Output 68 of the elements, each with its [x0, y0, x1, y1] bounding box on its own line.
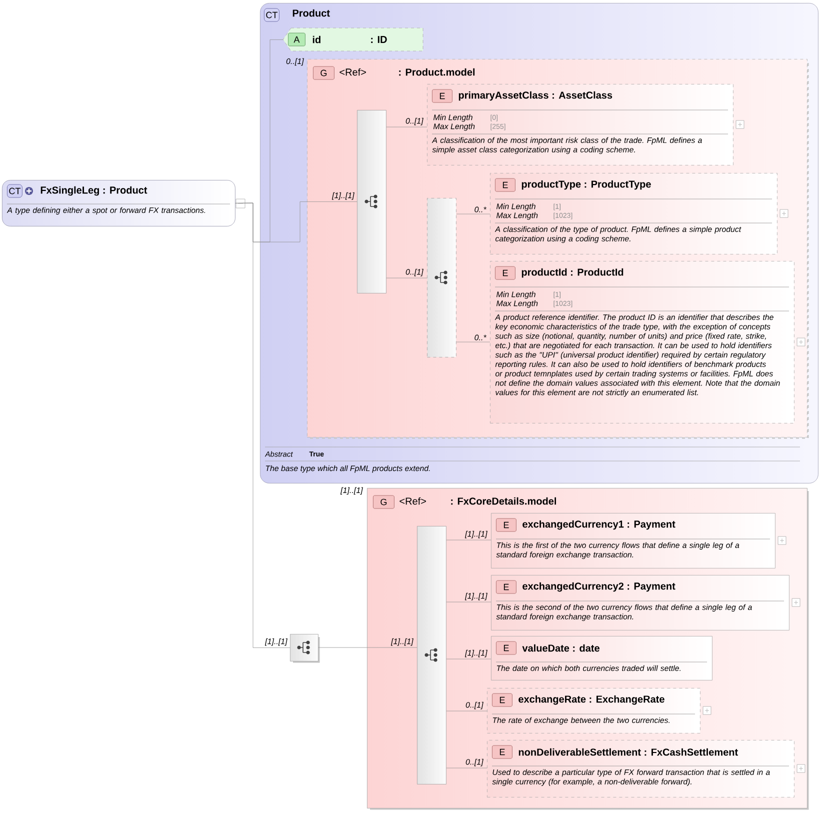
badge: G — [373, 495, 394, 509]
cardinality-label: 0..[1] — [406, 118, 424, 126]
connector-line — [235, 202, 290, 648]
badge: E — [496, 518, 516, 532]
cardinality-label: 0..* — [474, 206, 487, 212]
connector-line — [446, 710, 488, 712]
compositor-bar — [427, 198, 456, 358]
group-name: : Product.model — [399, 68, 475, 76]
badge: E — [495, 178, 516, 192]
element-name: productId : ProductId — [522, 268, 624, 278]
badge: E — [492, 745, 512, 759]
badge: E — [495, 266, 516, 280]
connector-line — [446, 658, 492, 660]
group-ref: <Ref> — [340, 68, 366, 76]
attribute-box — [282, 28, 424, 52]
element-name: exchangedCurrency2 : Payment — [522, 582, 676, 592]
group-ref: <Ref> — [400, 497, 426, 505]
badge: E — [432, 89, 452, 103]
element-box — [491, 513, 776, 568]
facet-label: Max Length — [496, 300, 538, 308]
element-box — [2, 180, 236, 226]
attribute-name: id — [312, 36, 320, 44]
element-box — [491, 575, 790, 630]
type-name: Product — [292, 9, 330, 17]
compositor-bar — [417, 526, 446, 784]
cardinality-label: [1]..[1] — [264, 638, 288, 646]
badge: CT — [264, 8, 280, 22]
compositor-bar — [357, 110, 386, 294]
connector-line — [318, 647, 418, 648]
cardinality-label: [1]..[1] — [332, 192, 354, 200]
cardinality-label: 0..[1] — [406, 268, 424, 276]
element-name: exchangedCurrency1 : Payment — [522, 520, 676, 530]
compositor-box — [290, 634, 320, 663]
badge: CT — [7, 184, 33, 198]
cardinality-label: 0..[1] — [466, 702, 484, 710]
element-box — [487, 740, 794, 798]
badge: E — [492, 693, 512, 707]
element-name: primaryAssetClass : AssetClass — [458, 91, 612, 101]
cardinality-label: [1]..[1] — [464, 530, 488, 538]
element-box — [491, 636, 712, 680]
element-name: FxSingleLeg : Product — [40, 186, 148, 196]
element-name: nonDeliverableSettlement : FxCashSettlement — [518, 748, 738, 756]
cardinality-label: 0..[1] — [466, 758, 484, 766]
facet-label: Max Length — [496, 212, 538, 220]
cardinality-label: [1]..[1] — [464, 650, 488, 658]
badge: E — [496, 580, 516, 594]
element-box — [490, 173, 778, 254]
badge: A — [288, 32, 306, 46]
badge: E — [496, 641, 516, 655]
cardinality-label: 0..[1] — [286, 58, 304, 66]
facet-label: Min Length — [496, 291, 536, 299]
facet-label: Min Length — [496, 203, 536, 211]
element-box — [427, 84, 734, 166]
facet-label: Min Length — [433, 114, 472, 122]
badge: G — [313, 66, 334, 80]
facet-label: Max Length — [433, 123, 475, 131]
group-name: : FxCoreDetails.model — [451, 497, 556, 505]
element-name: valueDate : date — [522, 644, 600, 652]
element-box — [487, 688, 700, 734]
element-name: exchangeRate : ExchangeRate — [518, 695, 664, 705]
element-box — [490, 261, 794, 424]
connector-line — [386, 126, 428, 128]
cardinality-label: [1]..[1] — [390, 638, 414, 646]
cardinality-label: [1]..[1] — [464, 592, 488, 600]
cardinality-label: [1]..[1] — [340, 487, 363, 495]
cardinality-label: 0..* — [474, 334, 487, 340]
attribute-type: : ID — [371, 36, 387, 43]
element-name: productType : ProductType — [522, 180, 651, 190]
